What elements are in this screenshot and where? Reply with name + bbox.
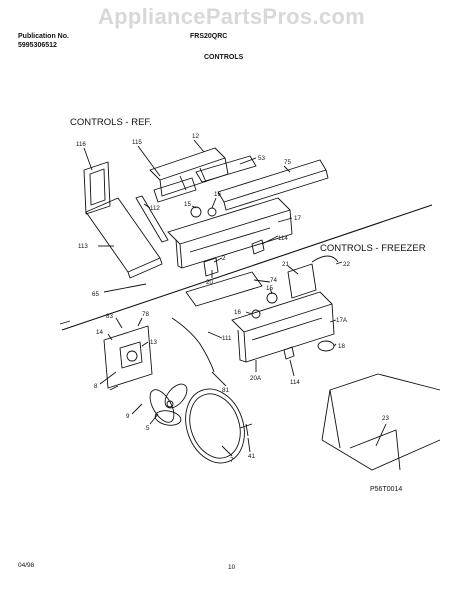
part-label-41: 41 <box>248 453 255 460</box>
part-label-8: 8 <box>94 383 98 390</box>
part-label-114-freezer: 114 <box>290 379 300 386</box>
part-label-65: 65 <box>92 291 99 298</box>
part-label-78: 78 <box>142 311 149 318</box>
part-label-17a: 17A <box>336 317 348 324</box>
part-label-114-ref: 114 <box>278 235 288 242</box>
part-label-20: 20 <box>206 279 213 286</box>
part-label-7: 7 <box>230 457 234 464</box>
watermark: AppliancePartsPros.com <box>97 4 366 29</box>
publication-label: Publication No. <box>18 33 69 40</box>
part-label-83: 83 <box>106 313 113 320</box>
part-label-14: 14 <box>96 329 103 336</box>
part-label-15-freezer: 15 <box>266 285 273 292</box>
part-label-5: 5 <box>146 425 150 432</box>
part-label-23: 23 <box>382 415 389 422</box>
part-label-13: 13 <box>150 339 157 346</box>
part-label-16-freezer: 16 <box>234 309 241 316</box>
section-freezer-label: CONTROLS - FREEZER <box>320 243 426 254</box>
part-label-2: 2 <box>222 255 226 262</box>
part-label-75: 75 <box>284 159 291 166</box>
model-number: FRS20QRC <box>190 33 228 40</box>
part-label-18: 18 <box>338 343 345 350</box>
part-label-20a: 20A <box>250 375 262 382</box>
part-label-112: 112 <box>150 205 160 212</box>
part-label-22: 22 <box>343 261 350 268</box>
section-ref-label: CONTROLS - REF. <box>70 117 152 128</box>
part-label-16-ref: 16 <box>214 191 221 198</box>
footer-page-number: 10 <box>228 564 236 571</box>
part-label-12: 12 <box>192 133 199 140</box>
section-title: CONTROLS <box>204 54 244 61</box>
figure-code: P56T0014 <box>370 486 403 493</box>
part-label-74: 74 <box>270 277 277 284</box>
part-label-17: 17 <box>294 215 301 222</box>
part-label-15-ref: 15 <box>184 201 191 208</box>
part-label-115: 115 <box>132 139 142 146</box>
part-label-9: 9 <box>126 413 130 420</box>
footer-date: 04/98 <box>18 562 35 569</box>
part-label-113: 113 <box>78 243 88 250</box>
publication-number: 5995306512 <box>18 42 57 49</box>
part-label-116: 116 <box>76 141 86 148</box>
part-label-21: 21 <box>282 261 289 268</box>
part-label-81: 81 <box>222 387 229 394</box>
part-label-53: 53 <box>258 155 265 162</box>
part-label-111: 111 <box>222 335 232 342</box>
